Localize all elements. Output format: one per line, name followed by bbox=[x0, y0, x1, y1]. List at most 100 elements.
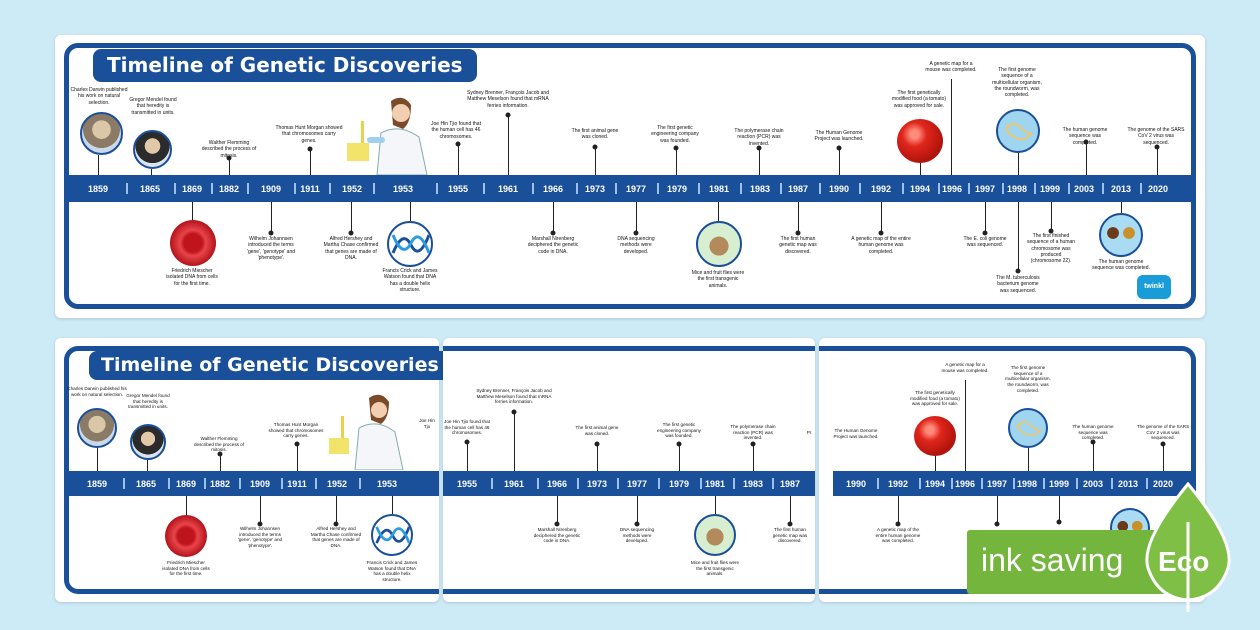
banner-title: Timeline of Genetic Discoveries bbox=[93, 49, 477, 82]
year-label: 1996 bbox=[954, 478, 976, 489]
event-note-1981: Mice and fruit flies were the first tran… bbox=[690, 560, 740, 577]
event-note-1966: Marshall Nirenberg deciphered the geneti… bbox=[533, 527, 581, 544]
year-separator bbox=[877, 478, 879, 489]
event-dot bbox=[268, 230, 274, 236]
event-note-1996: A genetic map for a mouse was completed. bbox=[941, 362, 989, 373]
event-dot bbox=[592, 144, 598, 150]
event-note-1987: The first human genetic map was discover… bbox=[772, 527, 808, 544]
event-note-1911: Thomas Hunt Morgan showed that chromosom… bbox=[268, 422, 324, 439]
event-stem bbox=[514, 412, 515, 471]
event-stem bbox=[881, 202, 882, 233]
event-dot bbox=[554, 521, 560, 527]
event-dot bbox=[750, 441, 756, 447]
year-label: 1911 bbox=[300, 183, 320, 194]
event-stem bbox=[98, 155, 99, 175]
page-title: Timeline of Genetic Discoveries bbox=[89, 351, 451, 380]
year-separator bbox=[204, 478, 206, 489]
eco-leaf-icon: Eco bbox=[1140, 481, 1236, 614]
year-separator bbox=[658, 478, 660, 489]
event-note-1859: Charles Darwin published his work on nat… bbox=[67, 386, 127, 397]
event-note-1952: Alfred Hershey and Martha Chase confirme… bbox=[310, 526, 362, 549]
mouse-icon bbox=[696, 221, 742, 267]
event-note-1955-partial: Joe Hin Tjo bbox=[419, 418, 435, 429]
year-label: 1979 bbox=[666, 183, 688, 194]
year-label: 1998 bbox=[1006, 183, 1028, 194]
event-dot bbox=[307, 146, 313, 152]
year-label: 1987 bbox=[787, 183, 809, 194]
year-separator bbox=[359, 478, 361, 489]
event-note-1981: Mice and fruit flies were the first tran… bbox=[691, 270, 745, 289]
year-label: 1998 bbox=[1016, 478, 1038, 489]
year-separator bbox=[577, 478, 579, 489]
timeline-bar: 1859 1865 1869 1882 1909 1911 1952 1953 … bbox=[69, 175, 1191, 202]
event-stem bbox=[636, 202, 637, 233]
year-separator bbox=[1034, 182, 1036, 195]
event-stem bbox=[1163, 444, 1164, 471]
year-separator bbox=[740, 182, 742, 195]
event-dot bbox=[455, 141, 461, 147]
event-dot bbox=[1056, 519, 1062, 525]
red-blood-cell-icon bbox=[170, 220, 216, 266]
event-stem bbox=[898, 496, 899, 524]
print-page-1: Timeline of Genetic Discoveries 1859 186… bbox=[55, 338, 451, 602]
event-dot bbox=[257, 521, 263, 527]
event-note-1994: The first genetically modified food (a t… bbox=[891, 90, 947, 109]
event-dot bbox=[787, 521, 793, 527]
event-stem bbox=[759, 148, 760, 175]
year-separator bbox=[1013, 478, 1015, 489]
year-separator bbox=[1146, 478, 1148, 489]
year-separator bbox=[772, 478, 774, 489]
event-stem bbox=[798, 202, 799, 233]
darwin-portrait-icon bbox=[77, 408, 117, 448]
event-note-1992: A genetic map of the entire human genome… bbox=[851, 236, 911, 255]
year-separator bbox=[239, 478, 241, 489]
event-note-1955: Joe Hin Tjio found that the human cell h… bbox=[431, 121, 481, 140]
year-label: 1953 bbox=[392, 183, 414, 194]
event-note-1998: The first genome sequence of a multicell… bbox=[992, 67, 1042, 98]
event-dot bbox=[1154, 144, 1160, 150]
year-separator bbox=[1076, 478, 1078, 489]
event-note-1966: Marshall Nirenberg deciphered the geneti… bbox=[527, 236, 579, 255]
event-note-1973: The first animal gene was cloned. bbox=[571, 128, 619, 141]
event-stem bbox=[467, 442, 468, 471]
year-separator bbox=[174, 182, 176, 195]
tomato-icon bbox=[897, 119, 943, 163]
event-note-1996: A genetic map for a mouse was completed. bbox=[925, 61, 977, 74]
year-separator bbox=[123, 478, 125, 489]
year-label: 1909 bbox=[260, 183, 282, 194]
year-separator bbox=[329, 182, 331, 195]
event-stem bbox=[679, 444, 680, 471]
event-stem bbox=[229, 158, 230, 175]
event-note-1999: The first finished sequence of a human c… bbox=[1026, 233, 1076, 264]
timeline-bar: 1990 1992 1994 1996 1997 1998 1999 2003 … bbox=[833, 471, 1191, 496]
year-label: 1869 bbox=[181, 183, 203, 194]
year-label: 1999 bbox=[1039, 183, 1061, 194]
year-label: 1977 bbox=[626, 478, 648, 489]
year-label: 1990 bbox=[845, 478, 867, 489]
event-stem bbox=[147, 460, 148, 471]
year-label: 1997 bbox=[974, 183, 996, 194]
dna-helix-icon bbox=[387, 221, 433, 267]
year-label: 1865 bbox=[139, 183, 161, 194]
event-stem bbox=[920, 163, 921, 175]
event-dot bbox=[994, 521, 1000, 527]
event-stem bbox=[1028, 448, 1029, 471]
mouse-icon bbox=[694, 514, 736, 556]
mendel-portrait-icon bbox=[130, 424, 166, 460]
year-separator bbox=[615, 182, 617, 195]
full-banner-card: Timeline of Genetic Discoveries 1859 186… bbox=[55, 35, 1205, 318]
event-note-1983: The polymerase chain reaction (PCR) was … bbox=[730, 424, 776, 441]
event-stem bbox=[718, 202, 719, 221]
event-dot bbox=[633, 230, 639, 236]
year-label: 1911 bbox=[287, 478, 307, 489]
event-stem bbox=[790, 496, 791, 524]
year-separator bbox=[373, 182, 375, 195]
timeline-bar: 1859 1865 1869 1882 1909 1911 1952 1953 bbox=[69, 471, 439, 496]
year-separator bbox=[1068, 182, 1070, 195]
ink-saving-text: ink saving bbox=[981, 542, 1124, 578]
year-separator bbox=[819, 182, 821, 195]
mendel-portrait-icon bbox=[133, 130, 172, 169]
year-label: 1999 bbox=[1048, 478, 1070, 489]
year-separator bbox=[1140, 182, 1142, 195]
year-label: 1952 bbox=[341, 183, 363, 194]
